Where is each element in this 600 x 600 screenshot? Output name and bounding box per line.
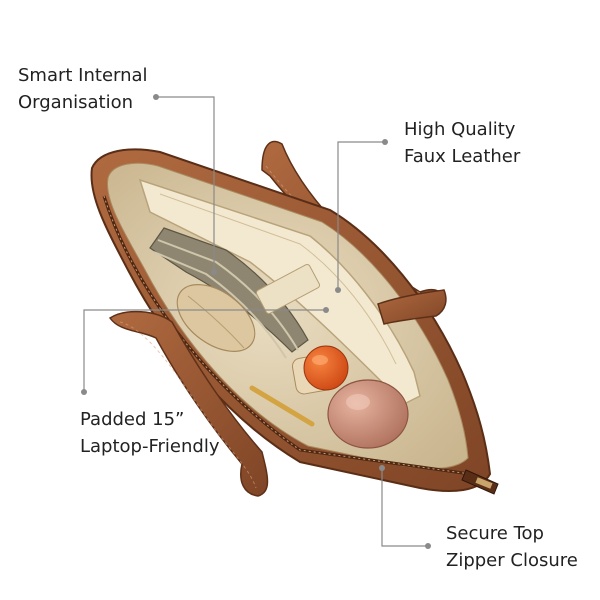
leader-zipper	[381, 468, 428, 547]
callout-laptop-line-2: Laptop-Friendly	[80, 436, 220, 457]
leader-laptop	[83, 309, 326, 392]
callout-laptop-line-1: Padded 15”	[80, 409, 185, 430]
notebook-stack	[149, 227, 309, 353]
orange-cap	[303, 345, 349, 391]
leader-leather	[337, 141, 385, 290]
callout-organisation-line-2: Organisation	[18, 92, 134, 113]
side-handle	[377, 289, 447, 325]
callout-leather-line-2: Faux Leather	[404, 146, 521, 167]
callout-laptop: Padded 15” Laptop-Friendly	[80, 406, 219, 460]
callout-organisation-line-1: Smart Internal	[18, 65, 148, 86]
leader-organisation	[156, 96, 215, 272]
water-bottle	[327, 379, 409, 449]
leader-lines	[83, 96, 428, 547]
leader-dots	[81, 94, 431, 549]
callout-zipper: Secure Top Zipper Closure	[446, 520, 578, 574]
callout-leather-line-1: High Quality	[404, 119, 516, 140]
organiser-strap	[255, 263, 321, 315]
pouch	[176, 284, 256, 352]
callout-leather: High Quality Faux Leather	[404, 116, 520, 170]
callout-zipper-line-2: Zipper Closure	[446, 550, 578, 571]
callout-zipper-line-1: Secure Top	[446, 523, 544, 544]
callout-organisation: Smart Internal Organisation	[18, 62, 148, 116]
pen	[249, 385, 315, 427]
